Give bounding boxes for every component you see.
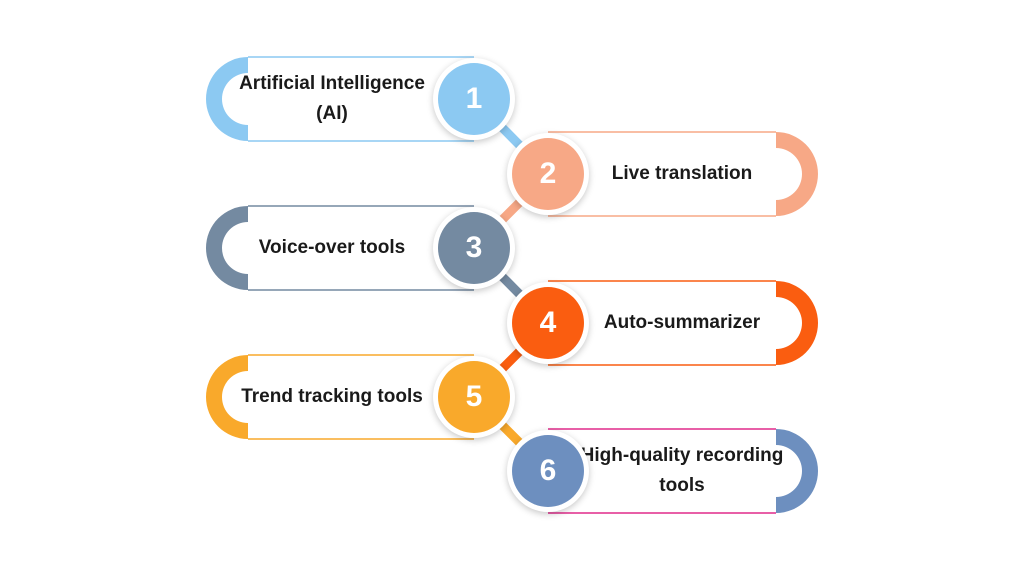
step-2-number-badge: 2 [512,138,584,210]
step-4-label: Auto-summarizer [603,312,761,333]
step-1-frame [248,56,474,142]
step-1-number-badge: 1 [438,63,510,135]
step-2-frame [548,131,776,217]
step-6-cap [776,429,818,513]
step-1-cap [206,57,248,141]
step-4-cap [776,281,818,365]
step-4-frame [548,280,776,366]
step-6-frame [548,428,776,514]
step-2-cap [776,132,818,216]
step-3-cap [206,206,248,290]
step-6-number-badge: 6 [512,435,584,507]
step-5-cap [206,355,248,439]
step-3-frame [248,205,474,291]
step-6-label: High-quality recording tools [580,445,784,496]
step-5-label: Trend tracking tools [241,386,423,407]
step-5-number-badge: 5 [438,361,510,433]
step-5-frame [248,354,474,440]
step-2-label: Live translation [611,163,753,184]
step-3-label: Voice-over tools [258,237,406,258]
step-1-label: Artificial Intelligence (AI) [239,73,425,124]
step-4-number-badge: 4 [512,287,584,359]
step-3-number-badge: 3 [438,212,510,284]
